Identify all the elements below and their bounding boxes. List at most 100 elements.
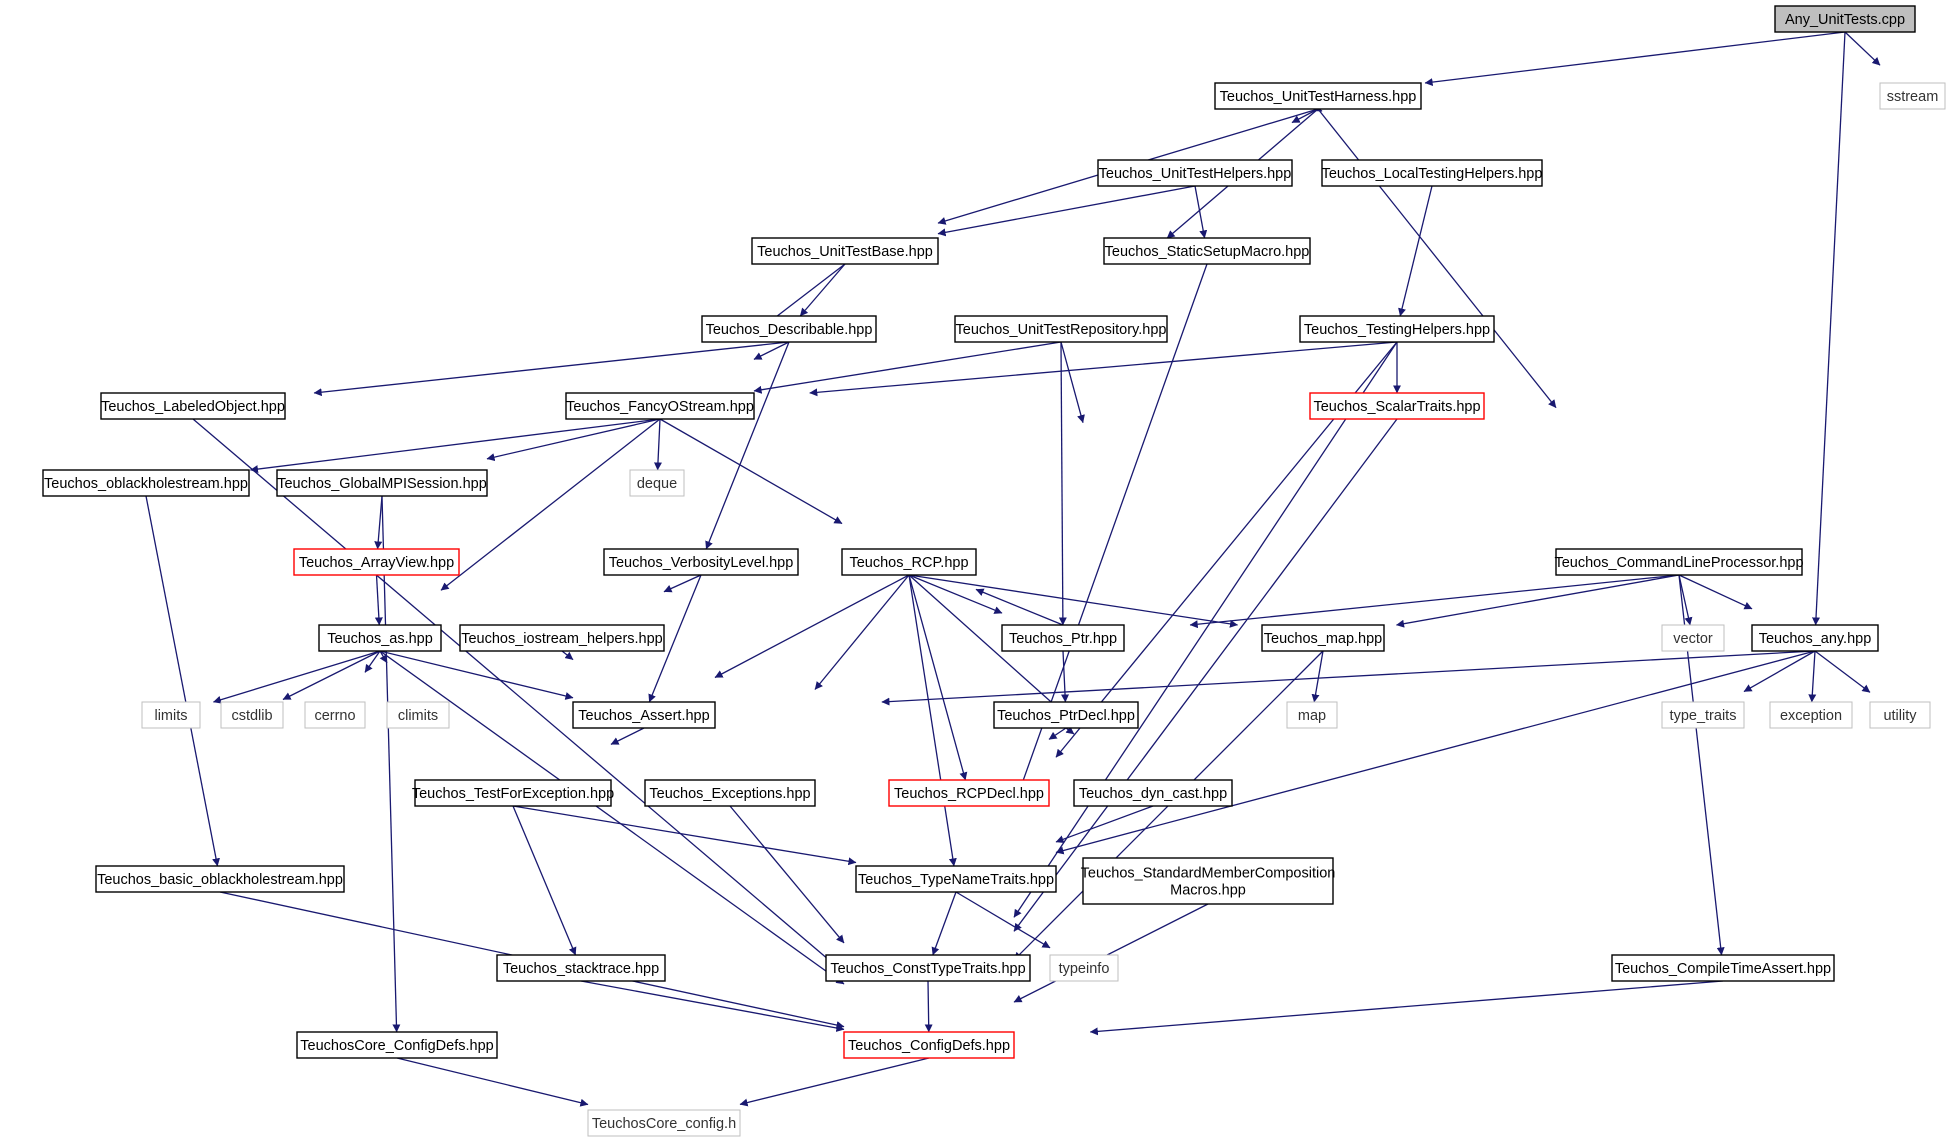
edge-compiletimeassert-to-configdefs (1089, 980, 1724, 1036)
node-testinghelpers[interactable]: Teuchos_TestingHelpers.hpp (1299, 315, 1495, 343)
edge-testforexception-to-stacktrace (512, 805, 577, 956)
node-box (220, 701, 284, 729)
node-label: Teuchos_as.hpp (327, 631, 433, 647)
node-cstdlib[interactable]: cstdlib (220, 701, 284, 729)
node-basic_oblackholestream[interactable]: Teuchos_basic_oblackholestream.hpp (95, 865, 345, 893)
node-standardmembercomposition[interactable]: Teuchos_StandardMemberCompositionMacros.… (1081, 857, 1336, 905)
edge-map_hpp-to-map (1311, 650, 1324, 703)
node-box (100, 392, 286, 420)
edge-commandlineprocessor-to-ptr (1189, 574, 1680, 629)
node-label: TeuchosCore_ConfigDefs.hpp (300, 1038, 493, 1054)
node-utility[interactable]: utility (1869, 701, 1931, 729)
node-limits[interactable]: limits (141, 701, 201, 729)
node-labeledobject[interactable]: Teuchos_LabeledObject.hpp (100, 392, 286, 420)
node-unittestbase[interactable]: Teuchos_UnitTestBase.hpp (751, 237, 939, 265)
node-unittestharness[interactable]: Teuchos_UnitTestHarness.hpp (1214, 82, 1422, 110)
node-exceptions[interactable]: Teuchos_Exceptions.hpp (644, 779, 816, 807)
edge-assert-to-testforexception (610, 727, 645, 745)
node-rcpdecl[interactable]: Teuchos_RCPDecl.hpp (888, 779, 1050, 807)
node-scalartraits[interactable]: Teuchos_ScalarTraits.hpp (1309, 392, 1485, 420)
node-describable[interactable]: Teuchos_Describable.hpp (701, 315, 877, 343)
edge-arrayview-to-as (374, 574, 383, 626)
node-configdefs[interactable]: Teuchos_ConfigDefs.hpp (843, 1031, 1015, 1059)
edge-fancyostream-to-globalmpisession (486, 418, 661, 462)
node-unittesthelpers[interactable]: Teuchos_UnitTestHelpers.hpp (1097, 159, 1293, 187)
node-typenametraits[interactable]: Teuchos_TypeNameTraits.hpp (855, 865, 1057, 893)
node-dyn_cast[interactable]: Teuchos_dyn_cast.hpp (1073, 779, 1233, 807)
node-box (1097, 159, 1293, 187)
edge-staticsetupmacro-to-configdefs (1012, 263, 1208, 807)
node-box (1879, 82, 1946, 110)
node-box (1774, 5, 1916, 33)
edge-fancyostream-to-oblackholestream (250, 418, 661, 474)
node-box (496, 954, 666, 982)
node-box (1103, 237, 1311, 265)
node-arrayview[interactable]: Teuchos_ArrayView.hpp (293, 548, 460, 576)
node-type_traits[interactable]: type_traits (1661, 701, 1745, 729)
edge-teuchoscore_configdefs-to-teuchoscore_config (396, 1057, 589, 1107)
node-iostream_helpers[interactable]: Teuchos_iostream_helpers.hpp (459, 624, 665, 652)
edge-rcp-to-exceptions (814, 574, 910, 690)
node-box (1001, 624, 1125, 652)
node-ptr[interactable]: Teuchos_Ptr.hpp (1001, 624, 1125, 652)
node-label: Teuchos_Describable.hpp (706, 322, 873, 338)
node-label: Teuchos_basic_oblackholestream.hpp (97, 872, 343, 888)
node-box (296, 1031, 498, 1059)
node-stacktrace[interactable]: Teuchos_stacktrace.hpp (496, 954, 666, 982)
node-deque[interactable]: deque (629, 469, 685, 497)
node-consttypetraits[interactable]: Teuchos_ConstTypeTraits.hpp (825, 954, 1031, 982)
node-climits[interactable]: climits (386, 701, 450, 729)
node-rcp[interactable]: Teuchos_RCP.hpp (841, 548, 977, 576)
node-any_hpp[interactable]: Teuchos_any.hpp (1751, 624, 1879, 652)
edge-any_unittests-to-unittestharness (1424, 31, 1846, 87)
node-label: Teuchos_UnitTestBase.hpp (757, 244, 933, 260)
node-label: Teuchos_ConstTypeTraits.hpp (830, 961, 1025, 977)
node-commandlineprocessor[interactable]: Teuchos_CommandLineProcessor.hpp (1554, 548, 1804, 576)
node-any_unittests[interactable]: Any_UnitTests.cpp (1774, 5, 1916, 33)
node-teuchoscore_configdefs[interactable]: TeuchosCore_ConfigDefs.hpp (296, 1031, 498, 1059)
edge-as-to-assert (379, 650, 574, 700)
node-box (1286, 701, 1338, 729)
node-typeinfo[interactable]: typeinfo (1049, 954, 1119, 982)
edge-consttypetraits-to-configdefs (924, 980, 933, 1033)
node-label: Teuchos_Ptr.hpp (1009, 631, 1117, 647)
node-box (1869, 701, 1931, 729)
node-sstream[interactable]: sstream (1879, 82, 1946, 110)
edge-any_hpp-to-type_traits (1743, 650, 1816, 693)
node-fancyostream[interactable]: Teuchos_FancyOStream.hpp (565, 392, 755, 420)
node-staticsetupmacro[interactable]: Teuchos_StaticSetupMacro.hpp (1103, 237, 1311, 265)
edge-scalartraits-to-configdefs (1013, 418, 1398, 932)
edge-rcp-to-typenametraits (908, 574, 957, 867)
node-ptrdecl[interactable]: Teuchos_PtrDecl.hpp (993, 701, 1139, 729)
node-box (1309, 392, 1485, 420)
node-label: Teuchos_UnitTestHelpers.hpp (1099, 166, 1292, 182)
node-label: Teuchos_TypeNameTraits.hpp (858, 872, 1054, 888)
node-vector[interactable]: vector (1661, 624, 1725, 652)
node-label: Teuchos_StaticSetupMacro.hpp (1105, 244, 1310, 260)
node-globalmpisession[interactable]: Teuchos_GlobalMPISession.hpp (276, 469, 488, 497)
node-teuchoscore_config[interactable]: TeuchosCore_config.h (587, 1109, 741, 1137)
node-map_hpp[interactable]: Teuchos_map.hpp (1261, 624, 1385, 652)
node-label: Any_UnitTests.cpp (1785, 12, 1905, 28)
node-testforexception[interactable]: Teuchos_TestForException.hpp (412, 779, 614, 807)
node-box (1261, 624, 1385, 652)
edge-commandlineprocessor-to-vector (1678, 574, 1693, 626)
edge-fancyostream-to-deque (653, 418, 662, 471)
node-compiletimeassert[interactable]: Teuchos_CompileTimeAssert.hpp (1611, 954, 1835, 982)
node-oblackholestream[interactable]: Teuchos_oblackholestream.hpp (42, 469, 250, 497)
edge-any_hpp-to-exception (1808, 650, 1817, 703)
node-box (565, 392, 755, 420)
node-label: Teuchos_ConfigDefs.hpp (848, 1038, 1010, 1054)
node-exception[interactable]: exception (1769, 701, 1853, 729)
node-unittestrepository[interactable]: Teuchos_UnitTestRepository.hpp (954, 315, 1168, 343)
node-assert[interactable]: Teuchos_Assert.hpp (572, 701, 716, 729)
node-localtestinghelpers[interactable]: Teuchos_LocalTestingHelpers.hpp (1321, 159, 1543, 187)
edge-fancyostream-to-as (440, 418, 661, 591)
node-map[interactable]: map (1286, 701, 1338, 729)
node-cerrno[interactable]: cerrno (304, 701, 366, 729)
node-as[interactable]: Teuchos_as.hpp (318, 624, 442, 652)
node-box (888, 779, 1050, 807)
edge-describable-to-fancyostream (753, 341, 790, 360)
edge-unittestharness-to-commandlineprocessor (1317, 108, 1557, 409)
node-verbositylevel[interactable]: Teuchos_VerbosityLevel.hpp (603, 548, 799, 576)
